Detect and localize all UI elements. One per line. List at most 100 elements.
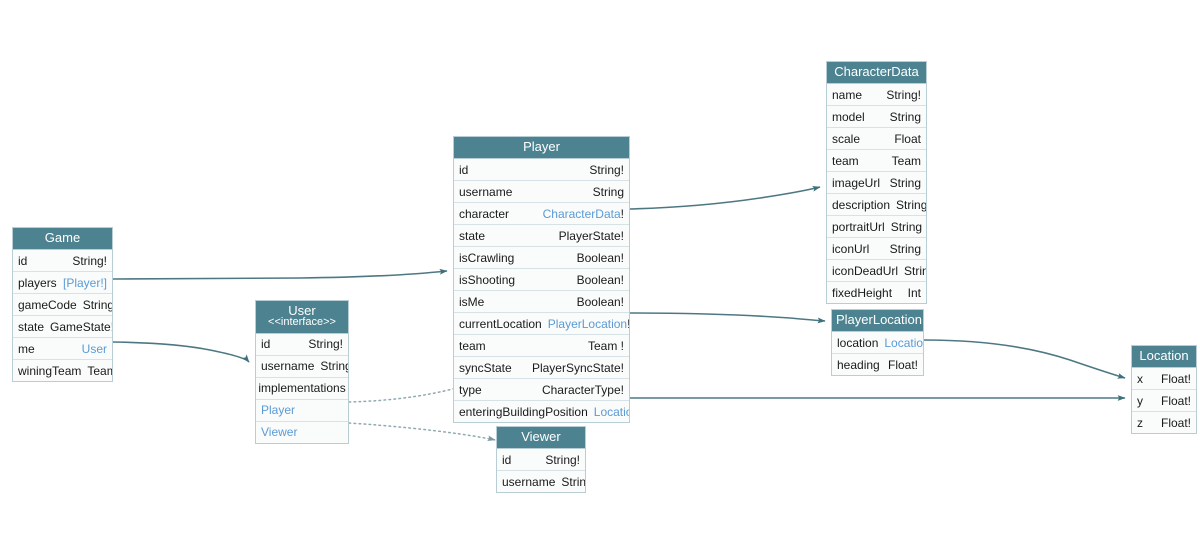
field-type: Float! bbox=[1160, 415, 1191, 430]
field-type: Float! bbox=[1160, 393, 1191, 408]
table-row[interactable]: winingTeam Team bbox=[13, 360, 112, 382]
field-name: character bbox=[459, 206, 510, 221]
field-name: imageUrl bbox=[832, 175, 881, 190]
entity-viewer[interactable]: Viewer id String! username String bbox=[496, 426, 586, 494]
table-row[interactable]: scale Float bbox=[827, 128, 926, 151]
table-row[interactable]: isShooting Boolean! bbox=[454, 269, 629, 292]
table-row[interactable]: id String! bbox=[13, 250, 112, 273]
field-name: location bbox=[837, 335, 879, 350]
field-type: String bbox=[889, 109, 921, 124]
field-type: GameState! bbox=[50, 319, 112, 334]
field-type: String bbox=[889, 175, 921, 190]
edge-player-currentlocation-to-playerlocation bbox=[629, 312, 826, 324]
implementations-header: implementations bbox=[256, 377, 348, 400]
field-type: Boolean! bbox=[576, 294, 624, 309]
field-type: Int bbox=[907, 285, 921, 300]
entity-game[interactable]: Game id String! players [Player!] gameCo… bbox=[12, 227, 113, 383]
table-row[interactable]: id String! bbox=[497, 449, 585, 472]
edge-game-players-to-player bbox=[112, 268, 448, 280]
field-type-link[interactable]: Location bbox=[593, 404, 629, 419]
entity-title: Game bbox=[13, 228, 112, 251]
field-type-link[interactable]: Location bbox=[884, 335, 923, 350]
table-row[interactable]: me User bbox=[13, 338, 112, 361]
implementation-viewer[interactable]: Viewer bbox=[256, 421, 348, 443]
field-name: state bbox=[459, 228, 486, 243]
entity-location[interactable]: Location x Float! y Float! z Float! bbox=[1131, 345, 1197, 435]
table-row[interactable]: currentLocation PlayerLocation! bbox=[454, 313, 629, 336]
table-row[interactable]: iconUrl String bbox=[827, 238, 926, 261]
table-row[interactable]: state PlayerState! bbox=[454, 225, 629, 248]
table-row[interactable]: y Float! bbox=[1132, 390, 1196, 413]
table-row[interactable]: gameCode String! bbox=[13, 294, 112, 317]
table-row[interactable]: team Team bbox=[827, 150, 926, 173]
field-type: String bbox=[592, 184, 624, 199]
field-type: String! bbox=[589, 162, 624, 177]
table-row[interactable]: description String bbox=[827, 194, 926, 217]
table-row[interactable]: team Team ! bbox=[454, 335, 629, 358]
field-type: Team bbox=[87, 363, 112, 378]
entity-title: PlayerLocation bbox=[832, 310, 923, 333]
table-row[interactable]: state GameState! bbox=[13, 316, 112, 339]
field-name: syncState bbox=[459, 360, 512, 375]
non-null-marker: ! bbox=[620, 206, 624, 221]
table-row[interactable]: username String bbox=[256, 355, 348, 378]
implementation-label[interactable]: Viewer bbox=[261, 425, 298, 440]
field-type-link[interactable]: PlayerLocation bbox=[547, 316, 628, 331]
table-row[interactable]: username String bbox=[497, 471, 585, 493]
field-name: id bbox=[502, 452, 512, 467]
entity-user[interactable]: User <<interface>> id String! username S… bbox=[255, 300, 349, 444]
field-type: Boolean! bbox=[576, 250, 624, 265]
field-name: team bbox=[459, 338, 486, 353]
field-type-link[interactable]: User bbox=[81, 341, 107, 356]
table-row[interactable]: heading Float! bbox=[832, 354, 923, 376]
implementation-label[interactable]: Player bbox=[261, 403, 296, 418]
field-name: description bbox=[832, 197, 891, 212]
field-type-link[interactable]: CharacterData bbox=[542, 206, 621, 221]
field-name: username bbox=[459, 184, 513, 199]
field-type: String bbox=[904, 263, 926, 278]
table-row[interactable]: fixedHeight Int bbox=[827, 282, 926, 304]
table-row[interactable]: x Float! bbox=[1132, 368, 1196, 391]
table-row[interactable]: syncState PlayerSyncState! bbox=[454, 357, 629, 380]
field-type: Boolean! bbox=[576, 272, 624, 287]
entity-title: User <<interface>> bbox=[256, 301, 348, 334]
field-name: username bbox=[502, 474, 556, 489]
field-name: scale bbox=[832, 131, 861, 146]
edge-player-character-to-characterdata bbox=[629, 185, 821, 210]
field-type: String bbox=[320, 359, 348, 374]
field-name: username bbox=[261, 359, 315, 374]
field-name: me bbox=[18, 341, 35, 356]
table-row[interactable]: isCrawling Boolean! bbox=[454, 247, 629, 270]
field-name: players bbox=[18, 275, 57, 290]
entity-characterdata[interactable]: CharacterData name String! model String … bbox=[826, 61, 927, 305]
entity-playerlocation[interactable]: PlayerLocation location Location! headin… bbox=[831, 309, 924, 377]
field-name: z bbox=[1137, 415, 1143, 430]
field-name: type bbox=[459, 382, 482, 397]
implementation-player[interactable]: Player bbox=[256, 399, 348, 422]
table-row[interactable]: imageUrl String bbox=[827, 172, 926, 195]
field-type: String! bbox=[545, 452, 580, 467]
table-row[interactable]: portraitUrl String bbox=[827, 216, 926, 239]
field-type: Team ! bbox=[587, 338, 624, 353]
entity-player[interactable]: Player id String! username String charac… bbox=[453, 136, 630, 424]
table-row[interactable]: username String bbox=[454, 181, 629, 204]
table-row[interactable]: id String! bbox=[256, 333, 348, 356]
table-row[interactable]: character CharacterData! bbox=[454, 203, 629, 226]
table-row[interactable]: isMe Boolean! bbox=[454, 291, 629, 314]
table-row[interactable]: type CharacterType! bbox=[454, 379, 629, 402]
edge-playerlocation-location-to-location bbox=[923, 339, 1126, 379]
field-type: PlayerSyncState! bbox=[531, 360, 624, 375]
field-type: String bbox=[561, 474, 585, 489]
field-type-link[interactable]: [Player!] bbox=[62, 275, 107, 290]
table-row[interactable]: iconDeadUrl String bbox=[827, 260, 926, 283]
table-row[interactable]: location Location! bbox=[832, 332, 923, 355]
table-row[interactable]: name String! bbox=[827, 84, 926, 107]
table-row[interactable]: enteringBuildingPosition Location bbox=[454, 401, 629, 423]
table-row[interactable]: z Float! bbox=[1132, 412, 1196, 434]
table-row[interactable]: players [Player!] bbox=[13, 272, 112, 295]
entity-title: Viewer bbox=[497, 427, 585, 450]
table-row[interactable]: model String bbox=[827, 106, 926, 129]
table-row[interactable]: id String! bbox=[454, 159, 629, 182]
field-name: name bbox=[832, 87, 863, 102]
field-name: model bbox=[832, 109, 865, 124]
